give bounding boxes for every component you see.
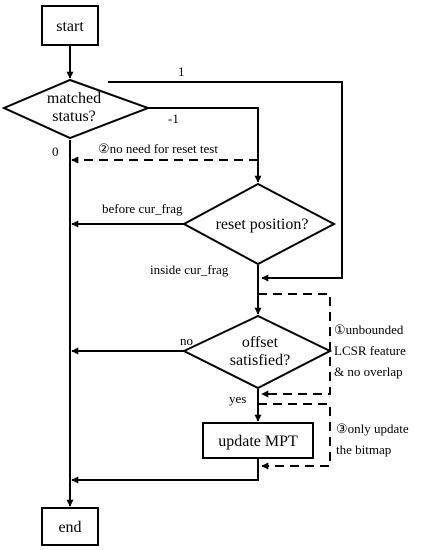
edge-update-to-trunk: [71, 459, 259, 484]
matched-status-decision: [1, 78, 151, 140]
label-before-cur-frag: before cur_frag: [102, 201, 183, 216]
end-label: end: [58, 519, 81, 536]
edge-dashed-unbounded: [258, 293, 331, 398]
edge-status-one: [108, 81, 343, 282]
annotation-unbounded-3: & no overlap: [334, 364, 403, 379]
label-one: 1: [178, 64, 185, 79]
edge-dashed-only-bitmap: [258, 403, 331, 470]
annotation-only-bitmap-1: ③only update: [336, 421, 409, 436]
start-label: start: [56, 18, 84, 35]
annotation-no-reset-test: ②no need for reset test: [98, 141, 218, 156]
annotation-unbounded-1: ①unbounded: [334, 322, 404, 337]
matched-status-label-2: status?: [52, 108, 96, 125]
offset-satisfied-decision: [181, 314, 333, 390]
label-yes: yes: [229, 391, 246, 406]
start-node: [41, 5, 99, 46]
label-no: no: [180, 333, 193, 348]
offset-label-2: satisfied?: [230, 352, 290, 369]
annotation-unbounded-2: LCSR feature: [334, 343, 406, 358]
end-node: [41, 507, 99, 546]
update-mpt-label: update MPT: [218, 433, 298, 450]
annotation-only-bitmap-2: the bitmap: [336, 442, 391, 457]
update-mpt-node: [202, 422, 314, 459]
label-zero: 0: [52, 144, 59, 159]
edge-status-minus-one: [148, 107, 262, 183]
offset-label-1: offset: [242, 334, 279, 351]
label-inside-cur-frag: inside cur_frag: [150, 262, 229, 277]
reset-position-decision: [181, 182, 337, 266]
reset-position-label: reset position?: [216, 216, 309, 233]
matched-status-label-1: matched: [47, 90, 101, 107]
label-minus-one: -1: [168, 111, 179, 126]
